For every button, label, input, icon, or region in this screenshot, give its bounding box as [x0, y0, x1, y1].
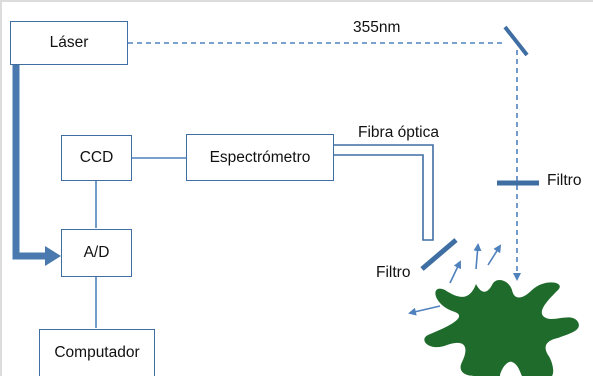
emission-arrow: [449, 260, 462, 284]
computer-label: Computador: [54, 344, 140, 361]
laser-box: Láser: [10, 21, 128, 65]
filter-right-label: Filtro: [547, 172, 582, 189]
filter-left: [420, 238, 458, 271]
ad-box: A/D: [61, 229, 132, 277]
spectrometer-label: Espectrómetro: [209, 148, 311, 166]
ccd-box: CCD: [61, 135, 132, 181]
mirror: [503, 25, 529, 57]
ad-label: A/D: [83, 244, 110, 261]
laser-label: Láser: [49, 34, 89, 51]
sample-shape: [424, 279, 579, 376]
fiber-label: Fibra óptica: [358, 124, 439, 141]
frame-left-edge: [0, 0, 2, 376]
spectrometer-box: Espectrómetro: [186, 134, 334, 181]
optical-fiber: [333, 144, 434, 241]
wavelength-label: 355nm: [353, 19, 401, 36]
frame-top-edge: [0, 0, 593, 2]
filter-left-label: Filtro: [376, 264, 411, 281]
ccd-label: CCD: [79, 149, 114, 166]
emission-arrow: [408, 305, 441, 316]
trigger-connection: [12, 64, 47, 260]
emission-arrow: [473, 243, 482, 270]
trigger-arrowhead: [45, 246, 61, 266]
emission-arrow: [487, 244, 502, 266]
computer-box: Computador: [39, 329, 155, 376]
